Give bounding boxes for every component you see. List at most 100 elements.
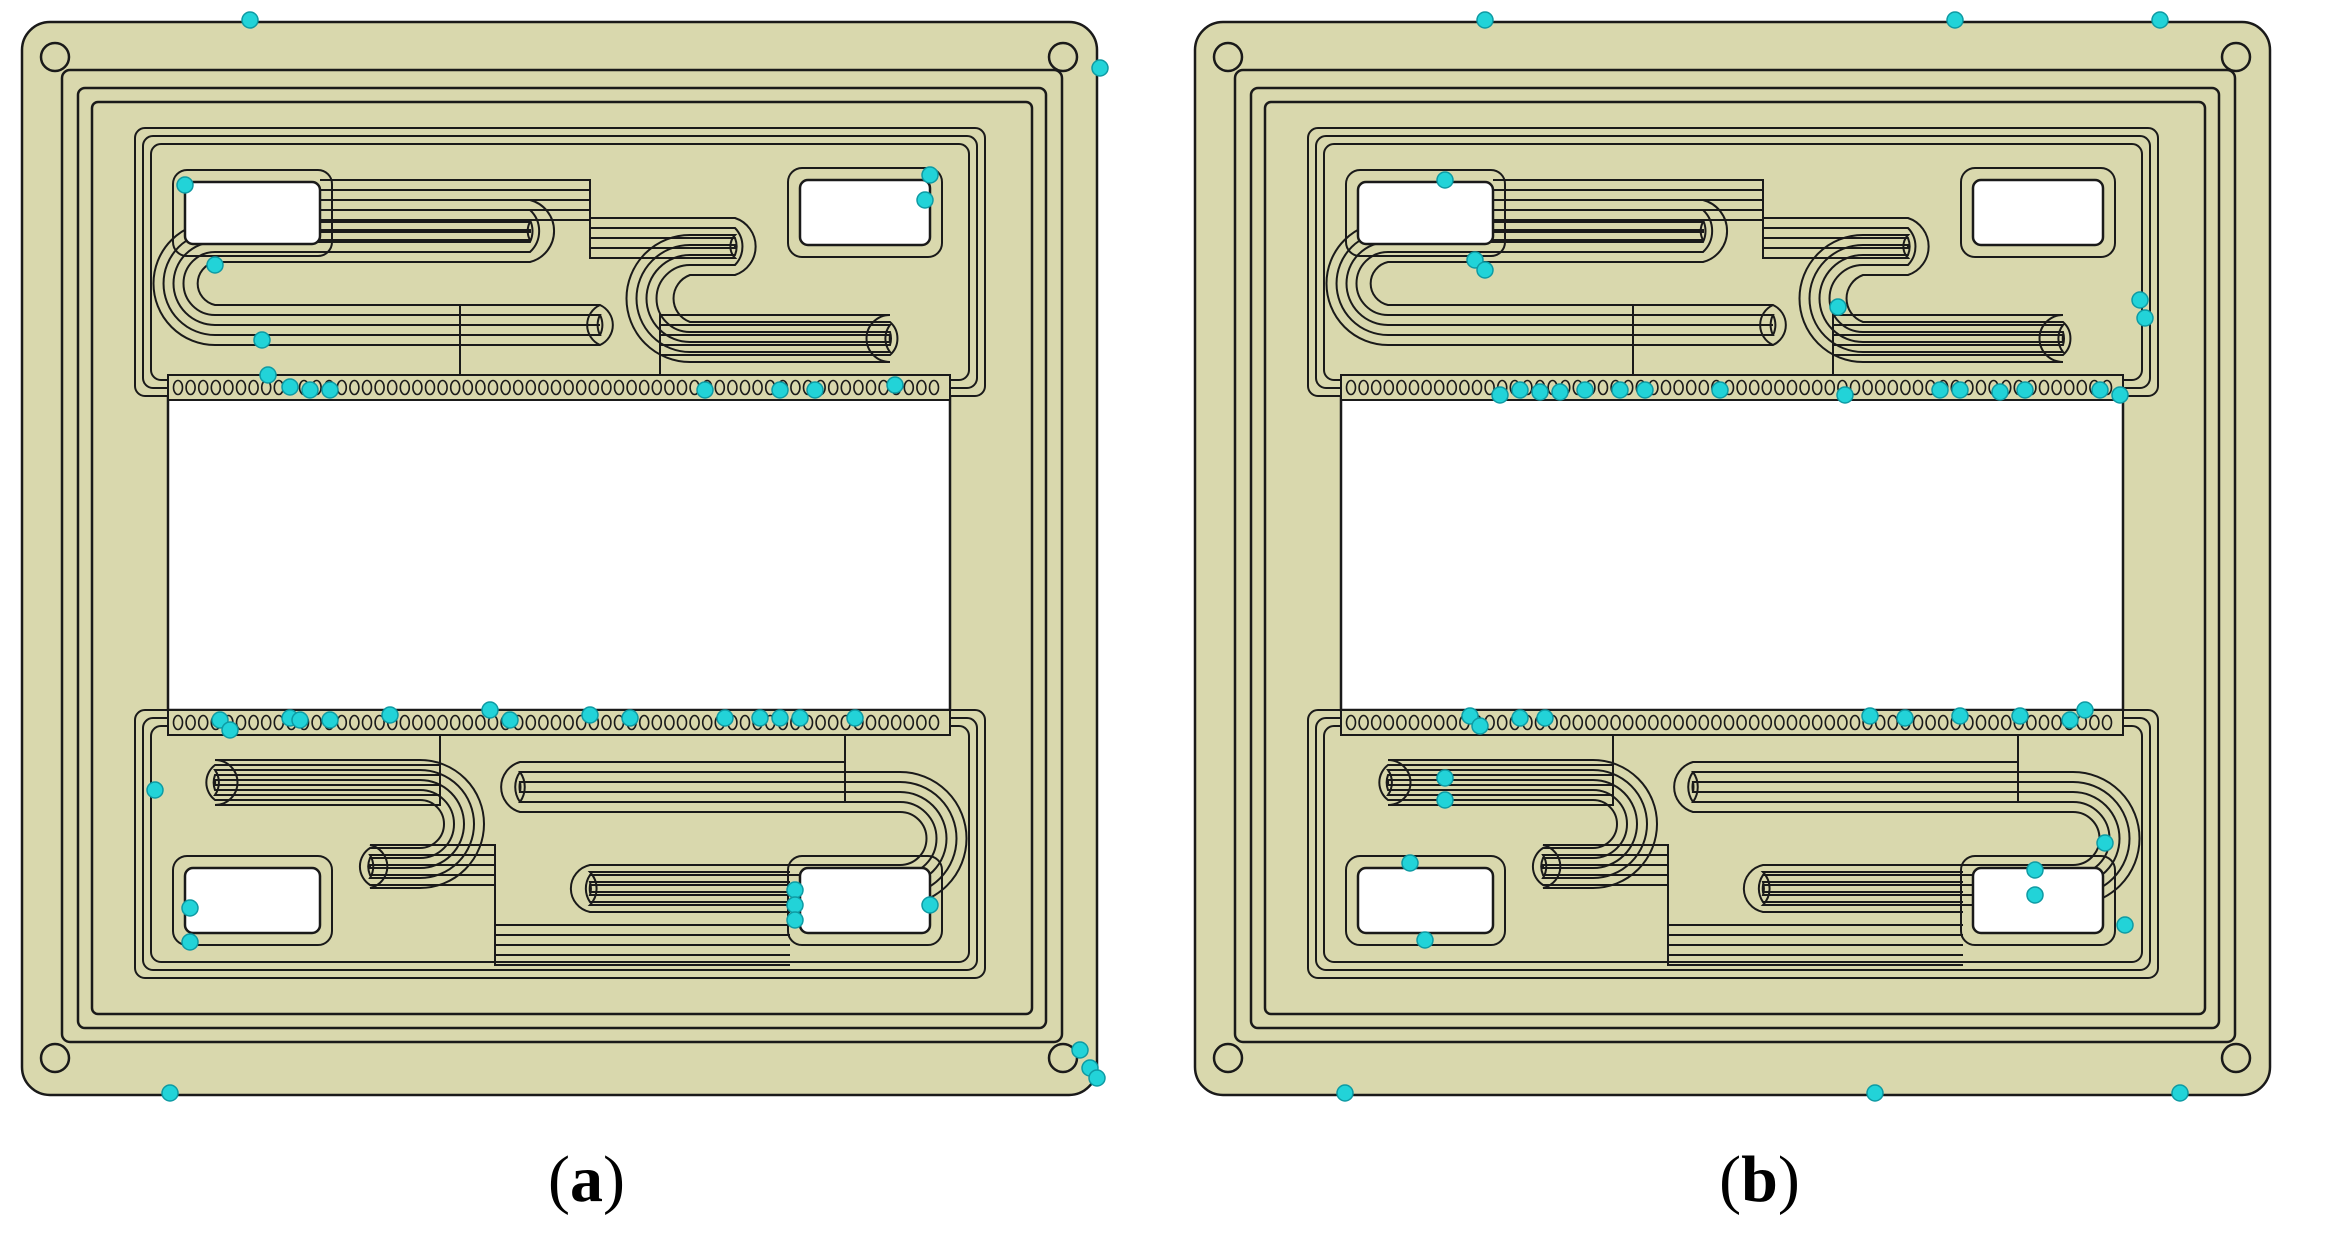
manifold-hole [1748,379,1760,396]
particle-marker [481,701,499,719]
manifold-hole [223,379,234,396]
particle-marker [1896,709,1914,727]
manifold-hole [651,379,663,396]
manifold-hole [437,379,448,396]
manifold-hole [853,379,864,396]
manifold-hole [1925,714,1936,731]
particle-marker [771,709,789,727]
manifold-hole [1975,714,1987,731]
flow-channel [514,725,938,903]
particle-marker [1088,1069,1106,1087]
flow-channel [1691,725,2141,906]
frame-outline [1249,86,2221,1030]
manifold-hole [638,714,650,731]
manifold-hole [916,379,927,396]
particle-marker [181,933,199,951]
particle-marker [2136,309,2154,327]
particle-marker [206,256,224,274]
panel-a-letter: a [570,1143,603,1216]
manifold-hole [1345,379,1357,396]
particle-marker [291,711,309,729]
manifold-hole [815,714,826,731]
manifold-hole [1761,379,1773,396]
manifold-hole [386,379,398,396]
particle-marker [1611,381,1629,399]
flow-channel [320,189,892,375]
flow-channel [1493,209,2066,375]
flow-channel [1493,199,2065,375]
particle-marker [2151,11,2169,29]
particle-marker [2061,711,2079,729]
mounting-hole [1212,1042,1244,1074]
manifold-hole [1597,714,1609,731]
particle-marker [716,709,734,727]
manifold-hole [1433,379,1445,396]
mounting-hole [2220,1042,2252,1074]
flow-channel [1387,725,1963,966]
manifold-hole [1370,379,1382,396]
manifold-hole [1358,714,1369,731]
port-window [1971,178,2105,247]
particle-marker [791,709,809,727]
mounting-hole [39,1042,71,1074]
flow-channel [1345,219,1773,375]
manifold-hole [601,714,612,731]
manifold-hole [462,714,474,731]
particle-marker [916,191,934,209]
particle-marker [321,711,339,729]
particle-marker [1551,383,1569,401]
frame-outline [60,68,1064,1044]
manifold-hole [1912,714,1924,731]
particle-marker [2171,1084,2189,1102]
manifold-hole [1673,714,1684,731]
manifold-hole [1585,714,1596,731]
particle-marker [1436,769,1454,787]
manifold-hole [903,379,915,396]
flow-channel [320,199,892,375]
manifold-hole [1622,714,1634,731]
manifold-hole [739,714,751,731]
manifold-hole [928,714,940,731]
manifold-hole [701,714,713,731]
particle-marker [1931,381,1949,399]
manifold-hole [361,379,373,396]
manifold-hole [1736,714,1747,731]
particle-marker [1511,381,1529,399]
flow-channel [1493,179,2072,375]
manifold-hole [840,379,852,396]
particle-marker [1401,854,1419,872]
particle-marker [1476,261,1494,279]
manifold-hole [714,379,726,396]
active-area-window [166,396,952,712]
flow-channel [518,725,968,906]
marker-group [1336,11,2189,1102]
manifold-hole [260,714,272,731]
manifold-hole [1736,379,1747,396]
manifold-hole [1786,379,1798,396]
manifold-hole [361,714,373,731]
manifold-hole [1383,379,1395,396]
particle-marker [786,896,804,914]
manifold-hole [525,379,537,396]
manifold-hole [563,714,574,731]
manifold-hole [197,714,209,731]
manifold-hole [2089,714,2100,731]
manifold-hole [449,379,461,396]
port-frame [1960,855,2116,946]
mounting-hole [2220,41,2252,73]
particle-marker [221,721,239,739]
manifold-hole [210,379,222,396]
manifold-hole [575,379,587,396]
manifold-hole [399,714,411,731]
particle-marker [1951,707,1969,725]
particle-marker [2026,886,2044,904]
manifold-hole [1459,379,1470,396]
particle-marker [1091,59,1109,77]
manifold-hole [424,714,436,731]
manifold-hole [1811,714,1823,731]
particle-marker [1436,171,1454,189]
mounting-hole [1212,41,1244,73]
plate-diagram-b [1193,11,2272,1102]
manifold-hole [752,379,763,396]
manifold-hole [172,714,184,731]
